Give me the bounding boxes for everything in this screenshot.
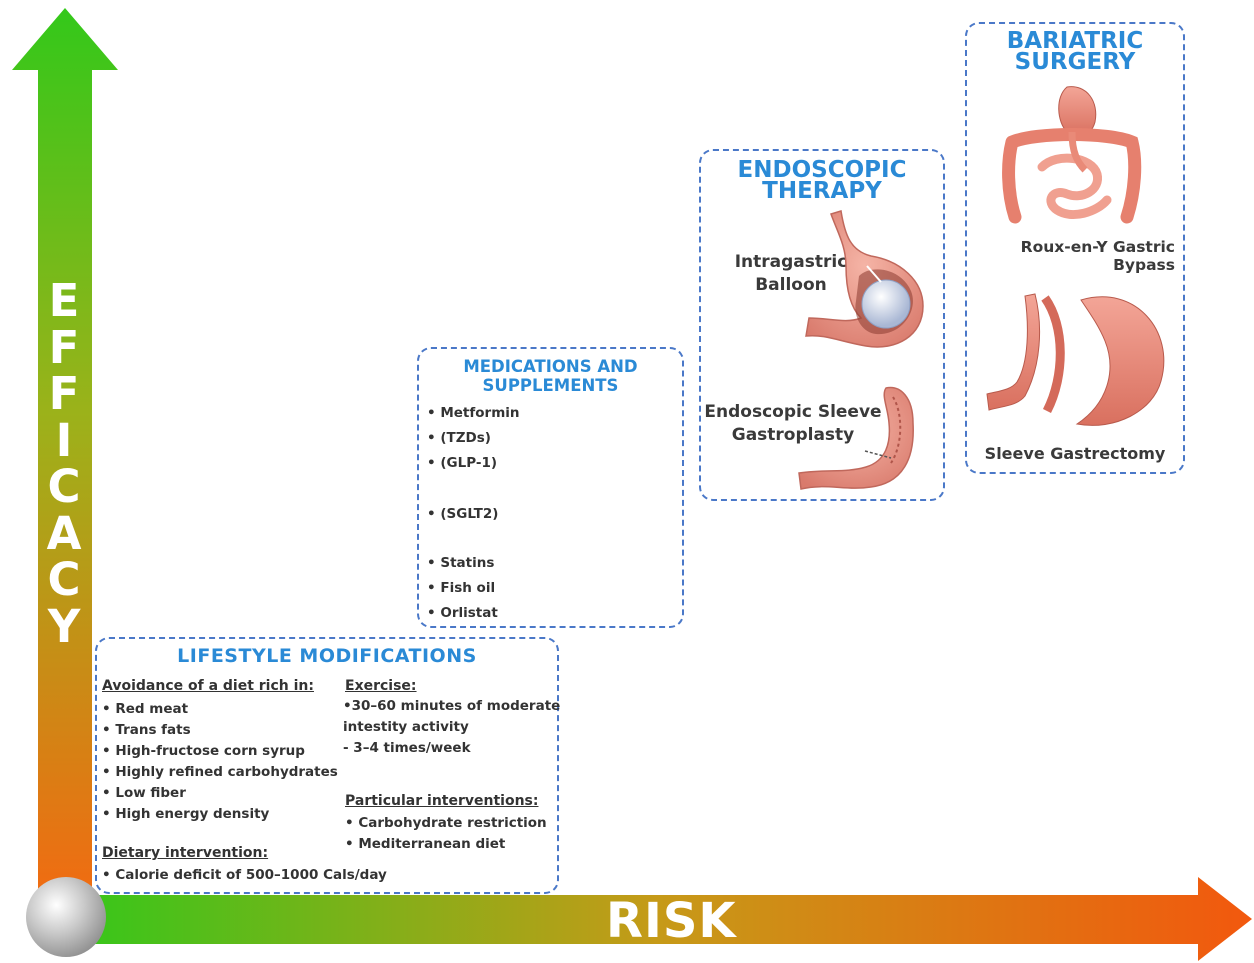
- efficacy-letter: F: [49, 325, 80, 372]
- origin-ball: [26, 877, 106, 957]
- efficacy-letter: C: [47, 557, 80, 604]
- list-item: Statins: [427, 555, 520, 580]
- particular-heading: Particular interventions:: [345, 793, 538, 809]
- dietary-list: Calorie deficit of 500–1000 Cals/day: [102, 865, 387, 886]
- list-item: (GLP-1): [427, 455, 520, 506]
- exercise-line: - 3–4 times/week: [343, 740, 471, 756]
- risk-label: RISK: [606, 893, 737, 949]
- intragastric-balloon-icon: [801, 206, 931, 356]
- medications-title-line: SUPPLEMENTS: [419, 378, 682, 395]
- medications-title-line: MEDICATIONS AND: [419, 359, 682, 376]
- list-item: High energy density: [102, 804, 338, 825]
- gastrectomy-caption: Sleeve Gastrectomy: [967, 442, 1183, 465]
- exercise-line: •30–60 minutes of moderate: [343, 698, 560, 714]
- particular-list: Carbohydrate restriction Mediterranean d…: [345, 813, 547, 855]
- diet-list: Red meat Trans fats High-fructose corn s…: [102, 699, 338, 825]
- list-item: Fish oil: [427, 580, 520, 605]
- sleeve-gastrectomy-icon: [985, 286, 1175, 436]
- bypass-caption-line: Roux-en-Y Gastric: [985, 238, 1175, 256]
- diet-heading: Avoidance of a diet rich in:: [102, 678, 314, 694]
- exercise-heading: Exercise:: [345, 678, 417, 694]
- medications-list: Metformin (TZDs) (GLP-1) (SGLT2) Statins…: [427, 405, 520, 630]
- list-item: Low fiber: [102, 783, 338, 804]
- list-item: Carbohydrate restriction: [345, 813, 547, 834]
- list-item: (SGLT2): [427, 506, 520, 555]
- medications-title: MEDICATIONS AND SUPPLEMENTS: [419, 359, 682, 394]
- efficacy-letter: A: [47, 511, 82, 558]
- list-item: Calorie deficit of 500–1000 Cals/day: [102, 865, 387, 886]
- endoscopic-title-line: THERAPY: [701, 180, 943, 203]
- bariatric-title-line: SURGERY: [967, 51, 1183, 74]
- lifestyle-title: LIFESTYLE MODIFICATIONS: [97, 647, 557, 666]
- bypass-caption-line: Bypass: [985, 256, 1175, 274]
- endoscopic-box: ENDOSCOPIC THERAPY Intragastric Balloon …: [699, 149, 945, 501]
- efficacy-letter: F: [49, 371, 80, 418]
- exercise-line: intestity activity: [343, 719, 469, 735]
- bariatric-box: BARIATRIC SURGERY Roux-en-Y Gastric Bypa…: [965, 22, 1185, 474]
- endoscopic-title: ENDOSCOPIC THERAPY: [701, 159, 943, 203]
- list-item: Highly refined carbohydrates: [102, 762, 338, 783]
- list-item: Metformin: [427, 405, 520, 430]
- efficacy-letter: Y: [48, 604, 81, 651]
- list-item: Trans fats: [102, 720, 338, 741]
- medications-box: MEDICATIONS AND SUPPLEMENTS Metformin (T…: [417, 347, 684, 628]
- list-item: High-fructose corn syrup: [102, 741, 338, 762]
- sleeve-gastroplasty-icon: [791, 383, 936, 495]
- dietary-heading: Dietary intervention:: [102, 845, 268, 861]
- roux-en-y-bypass-icon: [997, 82, 1147, 232]
- bariatric-title: BARIATRIC SURGERY: [967, 30, 1183, 74]
- list-item: (TZDs): [427, 430, 520, 455]
- efficacy-letter: E: [49, 278, 80, 325]
- lifestyle-box: LIFESTYLE MODIFICATIONS Avoidance of a d…: [95, 637, 559, 894]
- efficacy-letter: I: [56, 418, 73, 465]
- list-item: Red meat: [102, 699, 338, 720]
- bypass-caption: Roux-en-Y Gastric Bypass: [985, 238, 1175, 274]
- efficacy-letter: C: [47, 464, 80, 511]
- list-item: Orlistat: [427, 605, 520, 630]
- list-item: Mediterranean diet: [345, 834, 547, 855]
- efficacy-label: E F F I C A C Y: [34, 278, 94, 650]
